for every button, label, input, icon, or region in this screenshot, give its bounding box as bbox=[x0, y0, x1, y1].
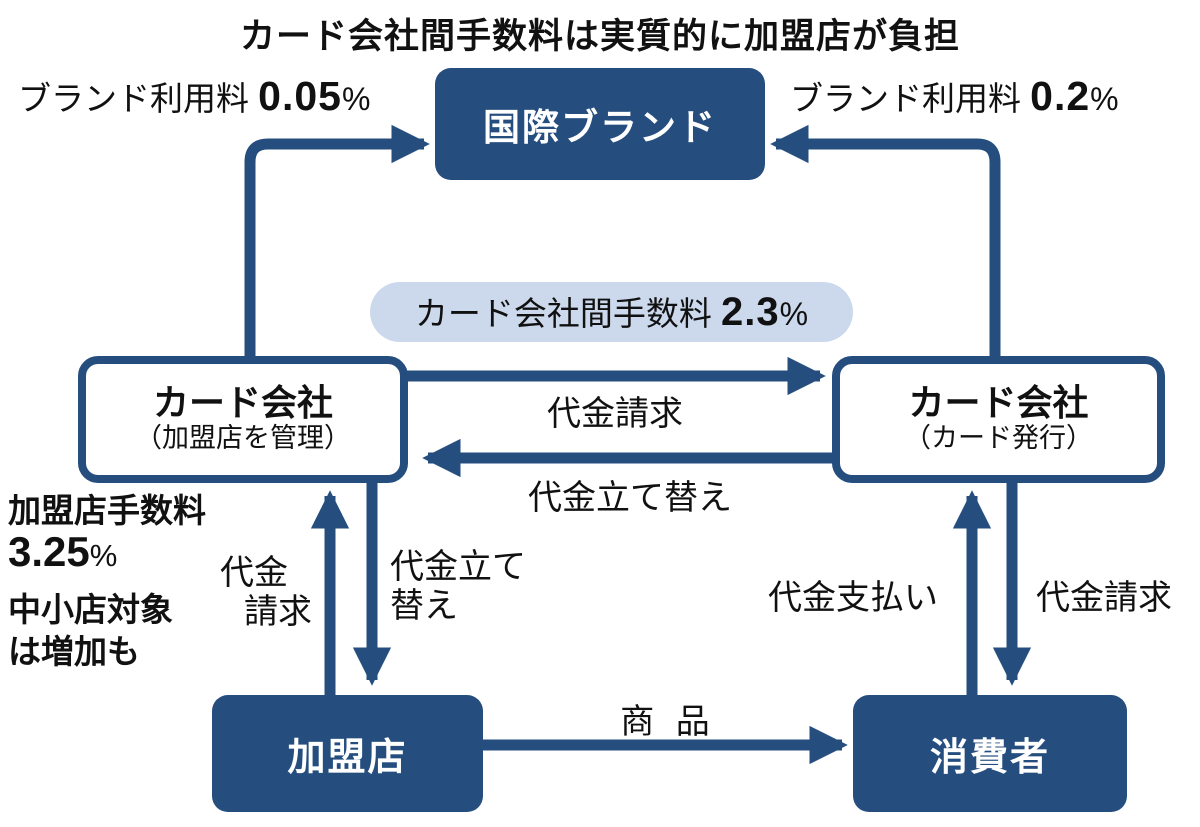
node-merchant-label: 加盟店 bbox=[287, 737, 408, 779]
flow-label-advance-left-line2: 替え bbox=[390, 587, 458, 626]
interchange-fee-value: 2.3 bbox=[721, 290, 780, 334]
flow-label-payment-right: 代金支払い bbox=[768, 579, 938, 617]
flow-label-goods: 商 品 bbox=[620, 703, 716, 741]
brand-fee-left-text: ブランド利用料 bbox=[18, 80, 249, 117]
merchant-fee-value: 3.25 bbox=[8, 528, 90, 576]
diagram-title: カード会社間手数料は実質的に加盟店が負担 bbox=[239, 17, 960, 56]
merchant-fee-unit: % bbox=[89, 538, 118, 574]
brand-fee-right-unit: % bbox=[1090, 81, 1119, 117]
interchange-fee-pill: カード会社間手数料 2.3% bbox=[370, 282, 853, 342]
arrow-issuer-to-brand bbox=[770, 124, 1001, 356]
arrow-acquirer-to-brand bbox=[244, 124, 430, 356]
node-merchant: 加盟店 bbox=[212, 695, 483, 812]
node-consumer: 消費者 bbox=[853, 695, 1127, 812]
interchange-fee-text: カード会社間手数料 bbox=[414, 295, 712, 332]
merchant-fee-text: 加盟店手数料 bbox=[8, 492, 206, 529]
brand-fee-right-value: 0.2 bbox=[1030, 73, 1091, 119]
merchant-fee-block: 加盟店手数料 3.25% 中小店対象 は増加も bbox=[8, 490, 206, 672]
brand-fee-left-value: 0.05 bbox=[258, 73, 342, 119]
node-consumer-label: 消費者 bbox=[929, 737, 1050, 779]
flow-label-billing-left-line2: 請求 bbox=[244, 593, 312, 632]
node-international-brand-label: 国際ブランド bbox=[483, 107, 717, 148]
merchant-fee-value-row: 3.25% bbox=[8, 531, 206, 573]
flow-label-advance-left-line1: 代金立て bbox=[390, 548, 526, 586]
brand-fee-right-text: ブランド利用料 bbox=[790, 80, 1021, 117]
merchant-fee-note2: は増加も bbox=[8, 632, 140, 670]
node-card-company-issuer-label: カード会社 bbox=[908, 381, 1089, 423]
node-card-company-acquirer-label: カード会社 bbox=[152, 381, 333, 423]
node-card-company-issuer: カード会社 （カード発行） bbox=[832, 356, 1165, 483]
brand-fee-right-label: ブランド利用料 0.2% bbox=[790, 72, 1119, 120]
flow-label-billing-top: 代金請求 bbox=[547, 395, 683, 433]
flow-label-billing-right: 代金請求 bbox=[1036, 579, 1172, 617]
flow-label-billing-left: 代金 請求 bbox=[220, 554, 312, 632]
flow-label-advance-left: 代金立て 替え bbox=[390, 548, 526, 626]
interchange-fee-unit: % bbox=[779, 296, 809, 332]
node-card-company-acquirer: カード会社 （加盟店を管理） bbox=[78, 356, 408, 483]
node-card-company-acquirer-sublabel: （加盟店を管理） bbox=[135, 423, 351, 454]
merchant-fee-note1: 中小店対象 bbox=[8, 591, 173, 629]
node-card-company-issuer-sublabel: （カード発行） bbox=[904, 423, 1093, 454]
flow-label-billing-left-line1: 代金 bbox=[220, 554, 288, 592]
node-international-brand: 国際ブランド bbox=[435, 68, 765, 180]
brand-fee-left-unit: % bbox=[341, 81, 371, 117]
flow-label-advance-mid: 代金立て替え bbox=[528, 479, 732, 517]
brand-fee-left-label: ブランド利用料 0.05% bbox=[18, 72, 370, 120]
